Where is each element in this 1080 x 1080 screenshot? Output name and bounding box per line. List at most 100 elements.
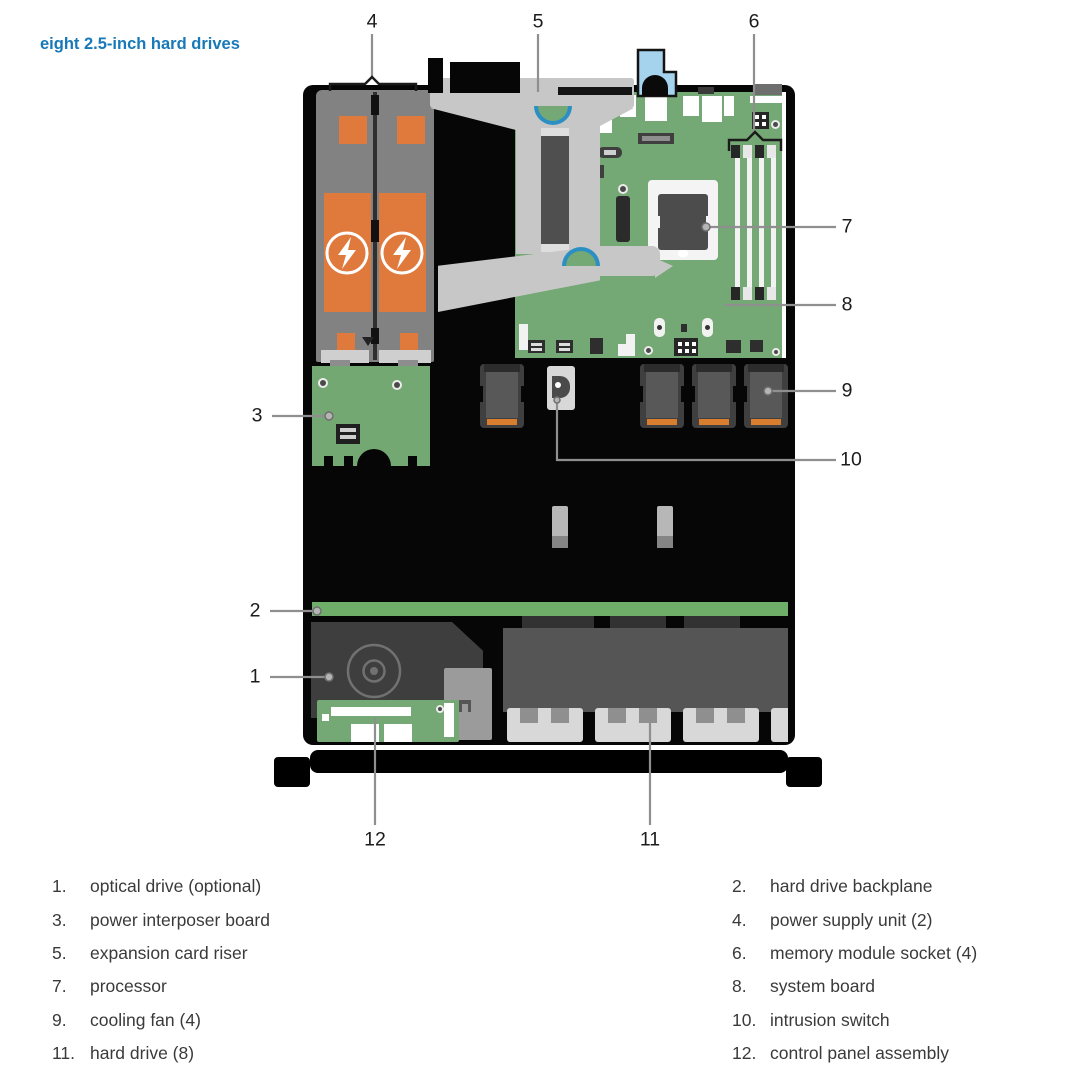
- control-panel-edge: [444, 703, 454, 737]
- board-connector: [681, 324, 687, 332]
- callout-6-memory-sockets: 6: [748, 10, 760, 33]
- dimm-clip: [743, 145, 752, 158]
- legend-item: 1.optical drive (optional): [52, 870, 472, 903]
- legend-number: 10.: [732, 1009, 757, 1030]
- legend-right-column: 2.hard drive backplane 4.power supply un…: [732, 870, 1072, 1070]
- board-cutout-notch: [618, 334, 626, 344]
- board-connector-dot: [657, 325, 662, 330]
- riser-card-slot-cap: [541, 244, 569, 252]
- carrier-tab: [551, 708, 569, 723]
- dimm-clip: [743, 287, 752, 300]
- board-connector: [616, 196, 630, 242]
- board-connector-pin: [692, 349, 696, 353]
- board-connector-inner: [531, 348, 542, 351]
- legend-item: 10.intrusion switch: [732, 1004, 1072, 1037]
- board-connector-dot: [705, 325, 710, 330]
- psu-orange-tab: [397, 116, 425, 144]
- legend-item: 5. expansion card riser: [52, 937, 472, 970]
- callout-2-backplane: 2: [249, 599, 261, 622]
- bracket-mark-inner: [462, 704, 468, 712]
- psu-power-label-1: [324, 193, 371, 312]
- dimm-clip: [755, 145, 764, 158]
- legend-label: optical drive (optional): [90, 876, 262, 897]
- board-connector-inner: [559, 343, 570, 346]
- board-connector-inner: [531, 343, 542, 346]
- legend-item: 3.power interposer board: [52, 903, 472, 936]
- fan-connector: [751, 419, 781, 425]
- legend-label: hard drive backplane: [770, 876, 933, 897]
- riser-bottom-arm: [598, 246, 660, 276]
- callout-8-system-board: 8: [841, 293, 853, 316]
- legend-number: 5.: [52, 942, 67, 963]
- carrier-tab: [639, 708, 657, 723]
- rear-port-cutout: [750, 96, 782, 103]
- callout-3-power-interposer: 3: [251, 404, 263, 427]
- legend-label: control panel assembly: [770, 1043, 949, 1064]
- riser-card-slot: [541, 136, 569, 244]
- figure-title: eight 2.5-inch hard drives: [40, 35, 240, 53]
- fan-connector: [487, 419, 517, 425]
- board-connector-pin: [685, 342, 689, 346]
- pib-notch: [357, 449, 391, 483]
- psu-orange-tab: [400, 333, 418, 351]
- pib-connector-pins: [340, 435, 356, 439]
- screw-icon: [772, 348, 780, 356]
- fan-notch: [690, 386, 695, 402]
- board-connector-pin: [692, 342, 696, 346]
- rear-connector: [698, 87, 714, 94]
- fan-notch: [638, 386, 643, 402]
- legend-label: processor: [90, 976, 167, 997]
- dimm-clip: [767, 287, 776, 300]
- chassis-top-block: [428, 58, 443, 93]
- legend-item: 6. memory module socket (4): [732, 937, 1072, 970]
- cpu-notch: [655, 216, 660, 228]
- legend-label: memory module socket (4): [770, 942, 978, 963]
- board-connector-pin: [762, 115, 766, 119]
- callout-5-expansion-riser: 5: [532, 10, 544, 33]
- psu-connector-tab: [321, 350, 369, 363]
- control-panel-connector: [351, 724, 379, 742]
- pib-notch: [344, 456, 353, 466]
- board-connector-pin: [685, 349, 689, 353]
- fan-top-band: [644, 364, 680, 372]
- callout-12-control-panel: 12: [364, 828, 386, 851]
- callout-9-cooling-fan: 9: [841, 379, 853, 402]
- fan-notch: [733, 386, 738, 402]
- rack-ear-left: [274, 757, 310, 787]
- board-connector: [590, 338, 603, 354]
- dimm-clip: [731, 145, 740, 158]
- fan-top-band: [748, 364, 784, 372]
- hard-drive-backplane: [312, 602, 788, 616]
- legend-label: expansion card riser: [90, 942, 248, 963]
- fan-notch: [681, 386, 686, 402]
- riser-slot-line: [558, 87, 632, 95]
- legend-label: power supply unit (2): [770, 909, 933, 930]
- dimm-clip: [767, 145, 776, 158]
- pib-connector: [336, 424, 360, 444]
- board-connector-pin: [762, 122, 766, 126]
- callout-7-processor: 7: [841, 215, 853, 238]
- control-panel-led: [322, 714, 329, 721]
- screw-icon: [771, 120, 780, 129]
- board-connector-pin: [678, 349, 682, 353]
- legend-label: cooling fan (4): [90, 1009, 201, 1030]
- legend-number: 6.: [732, 942, 747, 963]
- fan-inner: [750, 372, 782, 418]
- hard-drive-carrier: [507, 708, 583, 742]
- legend-item: 8.system board: [732, 970, 1072, 1003]
- legend-label: hard drive (8): [90, 1043, 195, 1064]
- legend-item: 4.power supply unit (2): [732, 903, 1072, 936]
- board-connector-pin: [755, 115, 759, 119]
- legend-item: 9. cooling fan (4): [52, 1004, 472, 1037]
- screw-icon: [318, 378, 328, 388]
- legend-label: system board: [770, 976, 876, 997]
- fan-notch: [742, 386, 747, 402]
- rear-connector: [754, 84, 782, 95]
- dimm-slot: [771, 150, 776, 298]
- legend-item: 7.processor: [52, 970, 472, 1003]
- psu-connector-tab: [330, 360, 350, 369]
- legend-number: 9.: [52, 1009, 67, 1030]
- rear-port-cutout: [683, 96, 699, 116]
- fan-connector: [647, 419, 677, 425]
